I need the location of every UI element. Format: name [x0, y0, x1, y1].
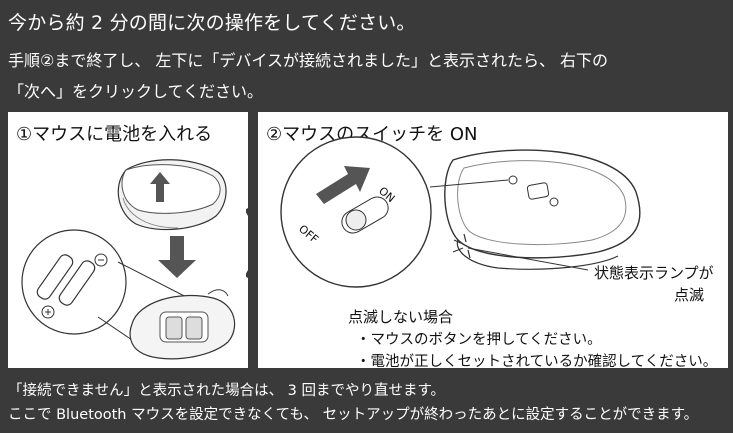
battery-inset	[21, 229, 127, 335]
mouse-underside-illustration	[444, 149, 641, 271]
footer-line-2: ここで Bluetooth マウスを設定できなくても、 セットアップが終わったあ…	[8, 407, 699, 423]
blink-title: 点滅しない場合	[348, 308, 454, 326]
status-lamp-label-2: 点滅	[674, 286, 705, 304]
mouse-cover-illustration	[117, 159, 227, 231]
down-arrow-icon	[158, 236, 196, 278]
mouse-open-illustration	[129, 289, 236, 360]
blink-item-2: ・電池が正しくセットされているか確認してください。	[356, 354, 718, 370]
instruction-title: 今から約 2 分の間に次の操作をしてください。	[8, 12, 416, 34]
instruction-header: 今から約 2 分の間に次の操作をしてください。 手順②まで終了し、 左下に「デバ…	[0, 0, 733, 104]
instruction-line-2: 手順②まで終了し、 左下に「デバイスが接続されました」と表示されたら、 右下の	[8, 51, 609, 70]
step2-illustration: ON OFF	[280, 136, 641, 288]
switch-inset: ON OFF	[280, 136, 432, 288]
instruction-line-3: 「次へ」をクリックしてください。	[8, 82, 264, 101]
step2-panel: ②マウスのスイッチを ON ON OFF	[258, 112, 728, 370]
step2-title: ②マウスのスイッチを ON	[266, 124, 478, 145]
status-lamp-label: 状態表示ランプが	[594, 264, 714, 282]
instruction-footer: 「接続できません」と表示された場合は、 3 回までやり直せます。 ここで Blu…	[0, 373, 733, 433]
step1-illustration	[21, 159, 236, 360]
step1-panel: ①マウスに電池を入れる	[8, 112, 248, 368]
blink-item-1: ・マウスのボタンを押してください。	[356, 332, 602, 348]
step1-title: ①マウスに電池を入れる	[16, 124, 213, 145]
footer-line-1: 「接続できません」と表示された場合は、 3 回までやり直せます。	[8, 383, 446, 399]
